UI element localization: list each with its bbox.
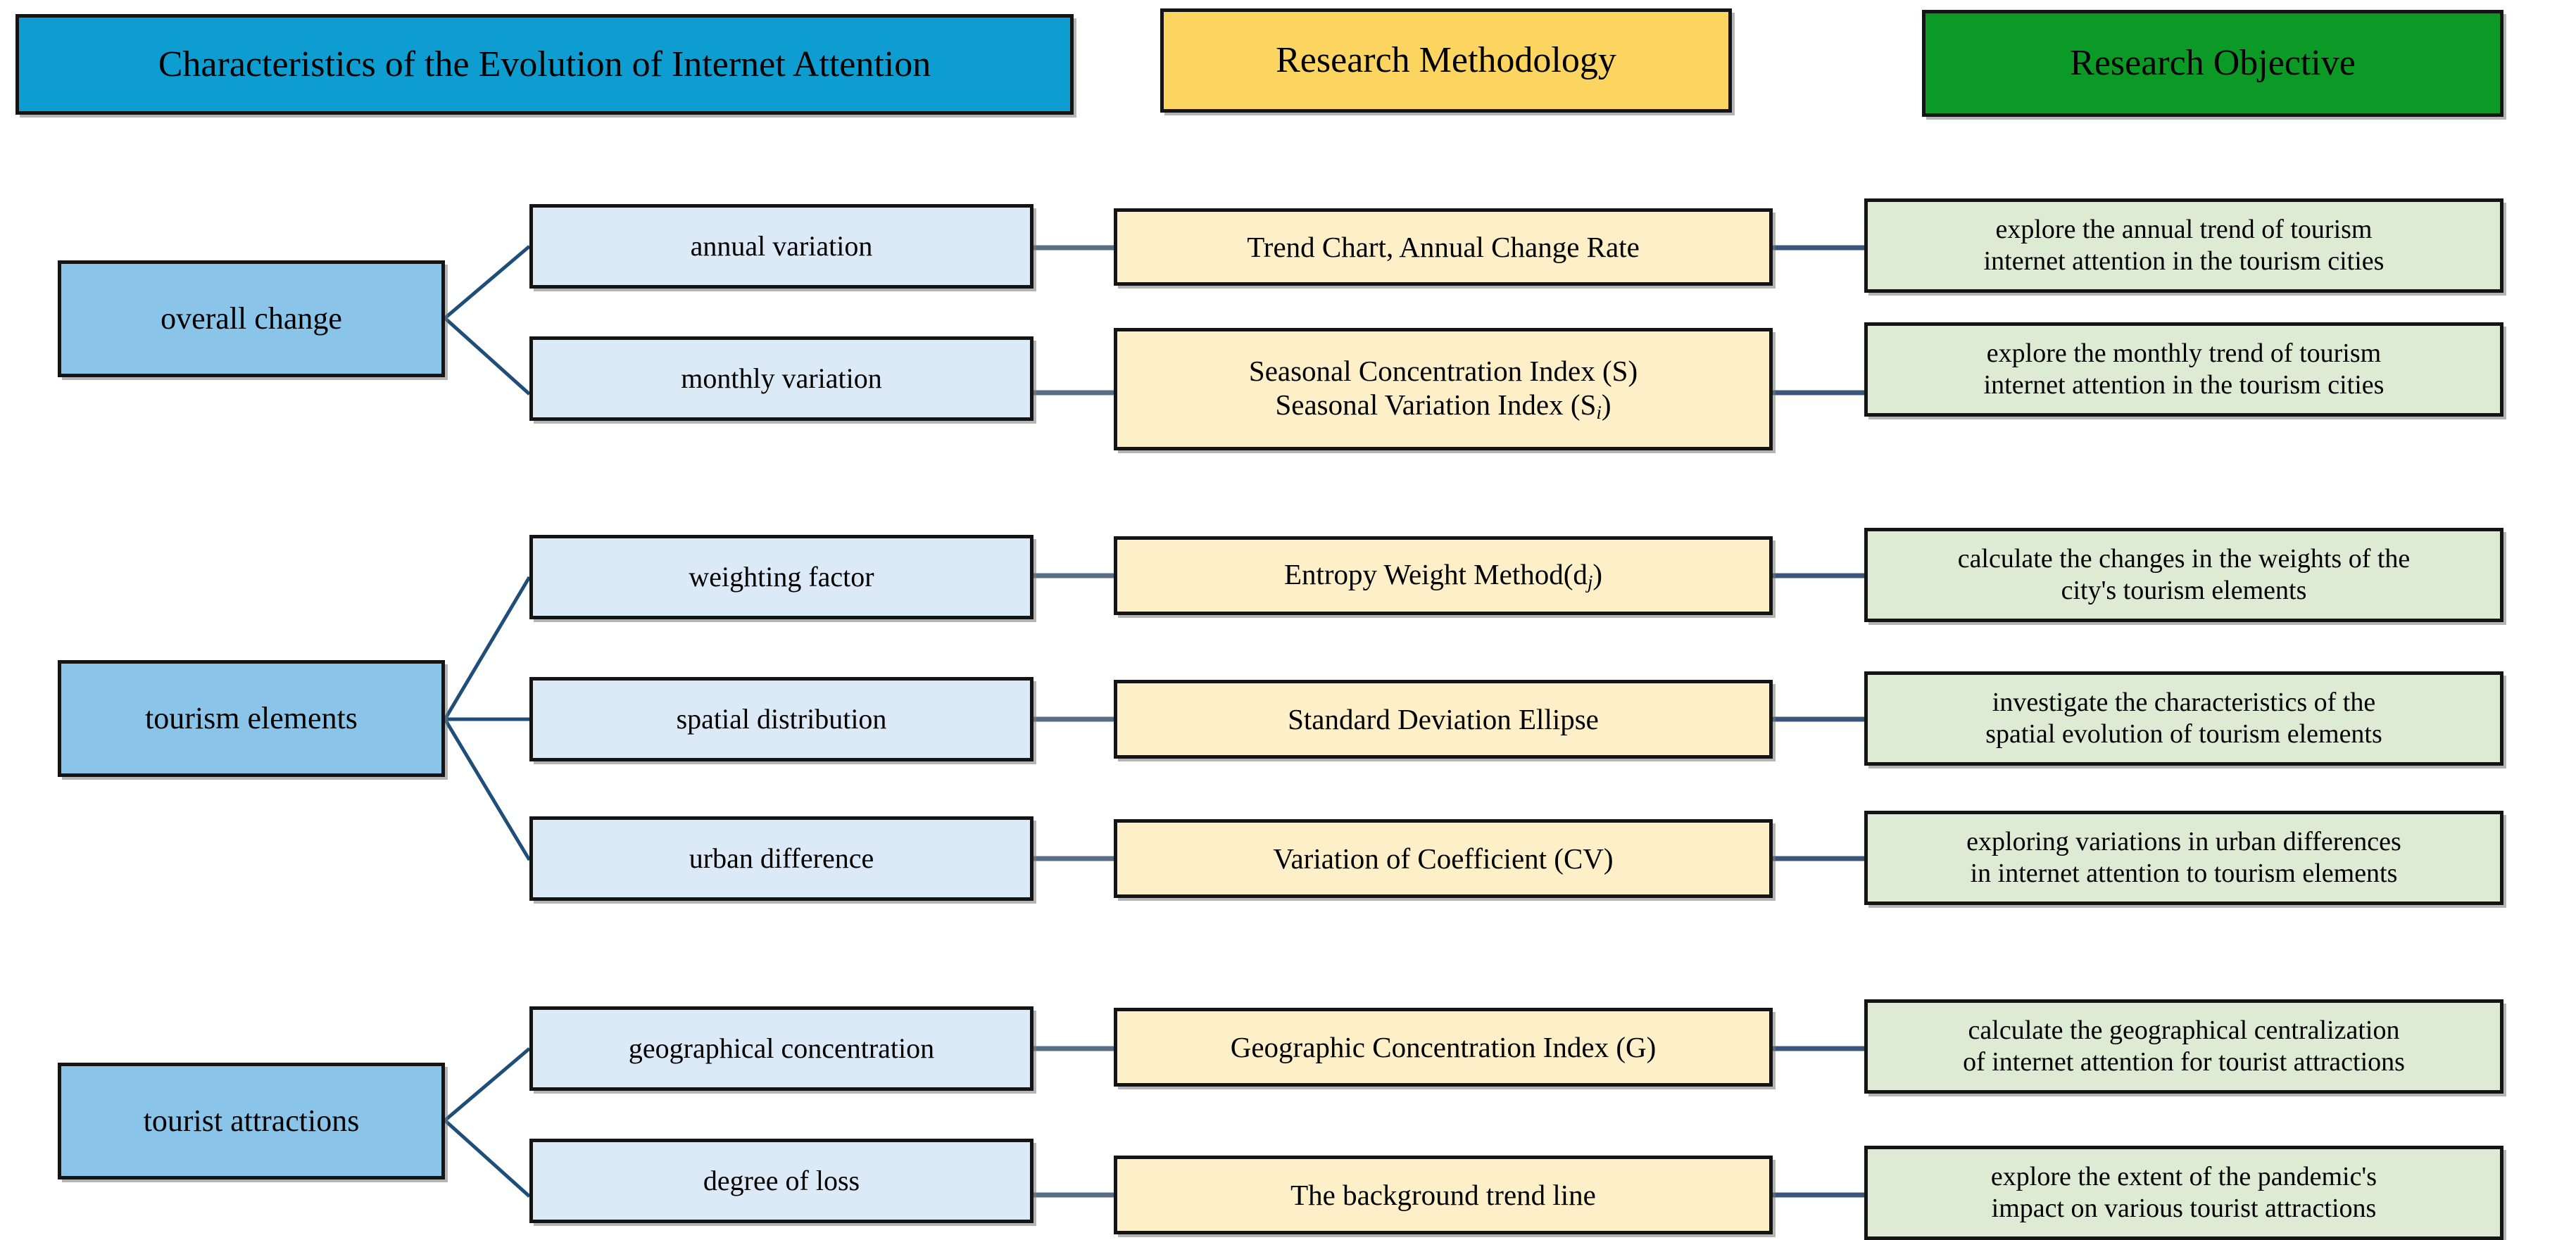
aspect-geographical-concentration[interactable]: geographical concentration [529,1006,1033,1091]
method-entropy-weight[interactable]: Entropy Weight Method(dj) [1114,536,1773,615]
objective-line-2: of internet attention for tourist attrac… [1963,1047,2405,1077]
theme-overall-change[interactable]: overall change [58,260,445,377]
theme-tourist-attractions[interactable]: tourist attractions [58,1063,445,1179]
method-text: Entropy Weight Method(dj) [1284,557,1602,594]
objective-line-1: explore the annual trend of tourism [1995,215,2373,245]
method-variation-of-coefficient[interactable]: Variation of Coefficient (CV) [1114,819,1773,898]
aspect-degree-of-loss[interactable]: degree of loss [529,1139,1033,1223]
aspect-monthly-variation[interactable]: monthly variation [529,336,1033,421]
objective-line-2: internet attention in the tourism cities [1983,370,2385,400]
method-text-main: Entropy Weight Method(d [1283,558,1588,591]
method-seasonal-indices[interactable]: Seasonal Concentration Index (S) Seasona… [1114,328,1773,450]
header-characteristics: Characteristics of the Evolution of Inte… [15,14,1074,115]
theme-tourism-elements[interactable]: tourism elements [58,660,445,777]
method-trend-chart-annual-change-rate[interactable]: Trend Chart, Annual Change Rate [1114,208,1773,286]
method-text-subscript: j [1587,571,1593,593]
objective-monthly-trend[interactable]: explore the monthly trend of tourism int… [1864,322,2503,417]
objective-annual-trend[interactable]: explore the annual trend of tourism inte… [1864,198,2503,293]
method-line-2-text: Seasonal Variation Index (S [1275,388,1597,422]
method-text-tail: ) [1592,558,1603,591]
method-geographic-concentration-index[interactable]: Geographic Concentration Index (G) [1114,1008,1773,1087]
objective-line-1: explore the extent of the pandemic's [1990,1162,2377,1192]
objective-line-1: exploring variations in urban difference… [1966,827,2401,857]
aspect-urban-difference[interactable]: urban difference [529,816,1033,901]
objective-line-2: city's tourism elements [2061,576,2307,605]
objective-spatial-evolution[interactable]: investigate the characteristics of the s… [1864,671,2503,766]
method-line-2-tail: ) [1601,388,1611,422]
objective-geographical-centralization[interactable]: calculate the geographical centralizatio… [1864,999,2503,1094]
objective-line-1: calculate the changes in the weights of … [1957,544,2411,574]
aspect-spatial-distribution[interactable]: spatial distribution [529,677,1033,761]
objective-line-1: investigate the characteristics of the [1992,688,2376,718]
method-line-1: Seasonal Concentration Index (S) [1248,354,1638,387]
objective-line-2: impact on various tourist attractions [1991,1194,2377,1223]
aspect-weighting-factor[interactable]: weighting factor [529,535,1033,619]
method-line-2-subscript: i [1596,402,1602,424]
objective-weight-changes[interactable]: calculate the changes in the weights of … [1864,528,2503,622]
objective-line-2: in internet attention to tourism element… [1970,859,2398,888]
header-research-methodology: Research Methodology [1160,8,1732,113]
objective-pandemic-impact[interactable]: explore the extent of the pandemic's imp… [1864,1146,2503,1240]
objective-line-1: calculate the geographical centralizatio… [1968,1016,2400,1046]
method-standard-deviation-ellipse[interactable]: Standard Deviation Ellipse [1114,680,1773,759]
method-line-2: Seasonal Variation Index (Si) [1275,388,1611,424]
method-background-trend-line[interactable]: The background trend line [1114,1156,1773,1234]
header-research-objective: Research Objective [1922,10,2503,117]
objective-urban-variations[interactable]: exploring variations in urban difference… [1864,811,2503,905]
objective-line-1: explore the monthly trend of tourism [1986,339,2382,369]
objective-line-2: spatial evolution of tourism elements [1985,719,2382,749]
aspect-annual-variation[interactable]: annual variation [529,204,1033,289]
objective-line-2: internet attention in the tourism cities [1983,246,2385,276]
